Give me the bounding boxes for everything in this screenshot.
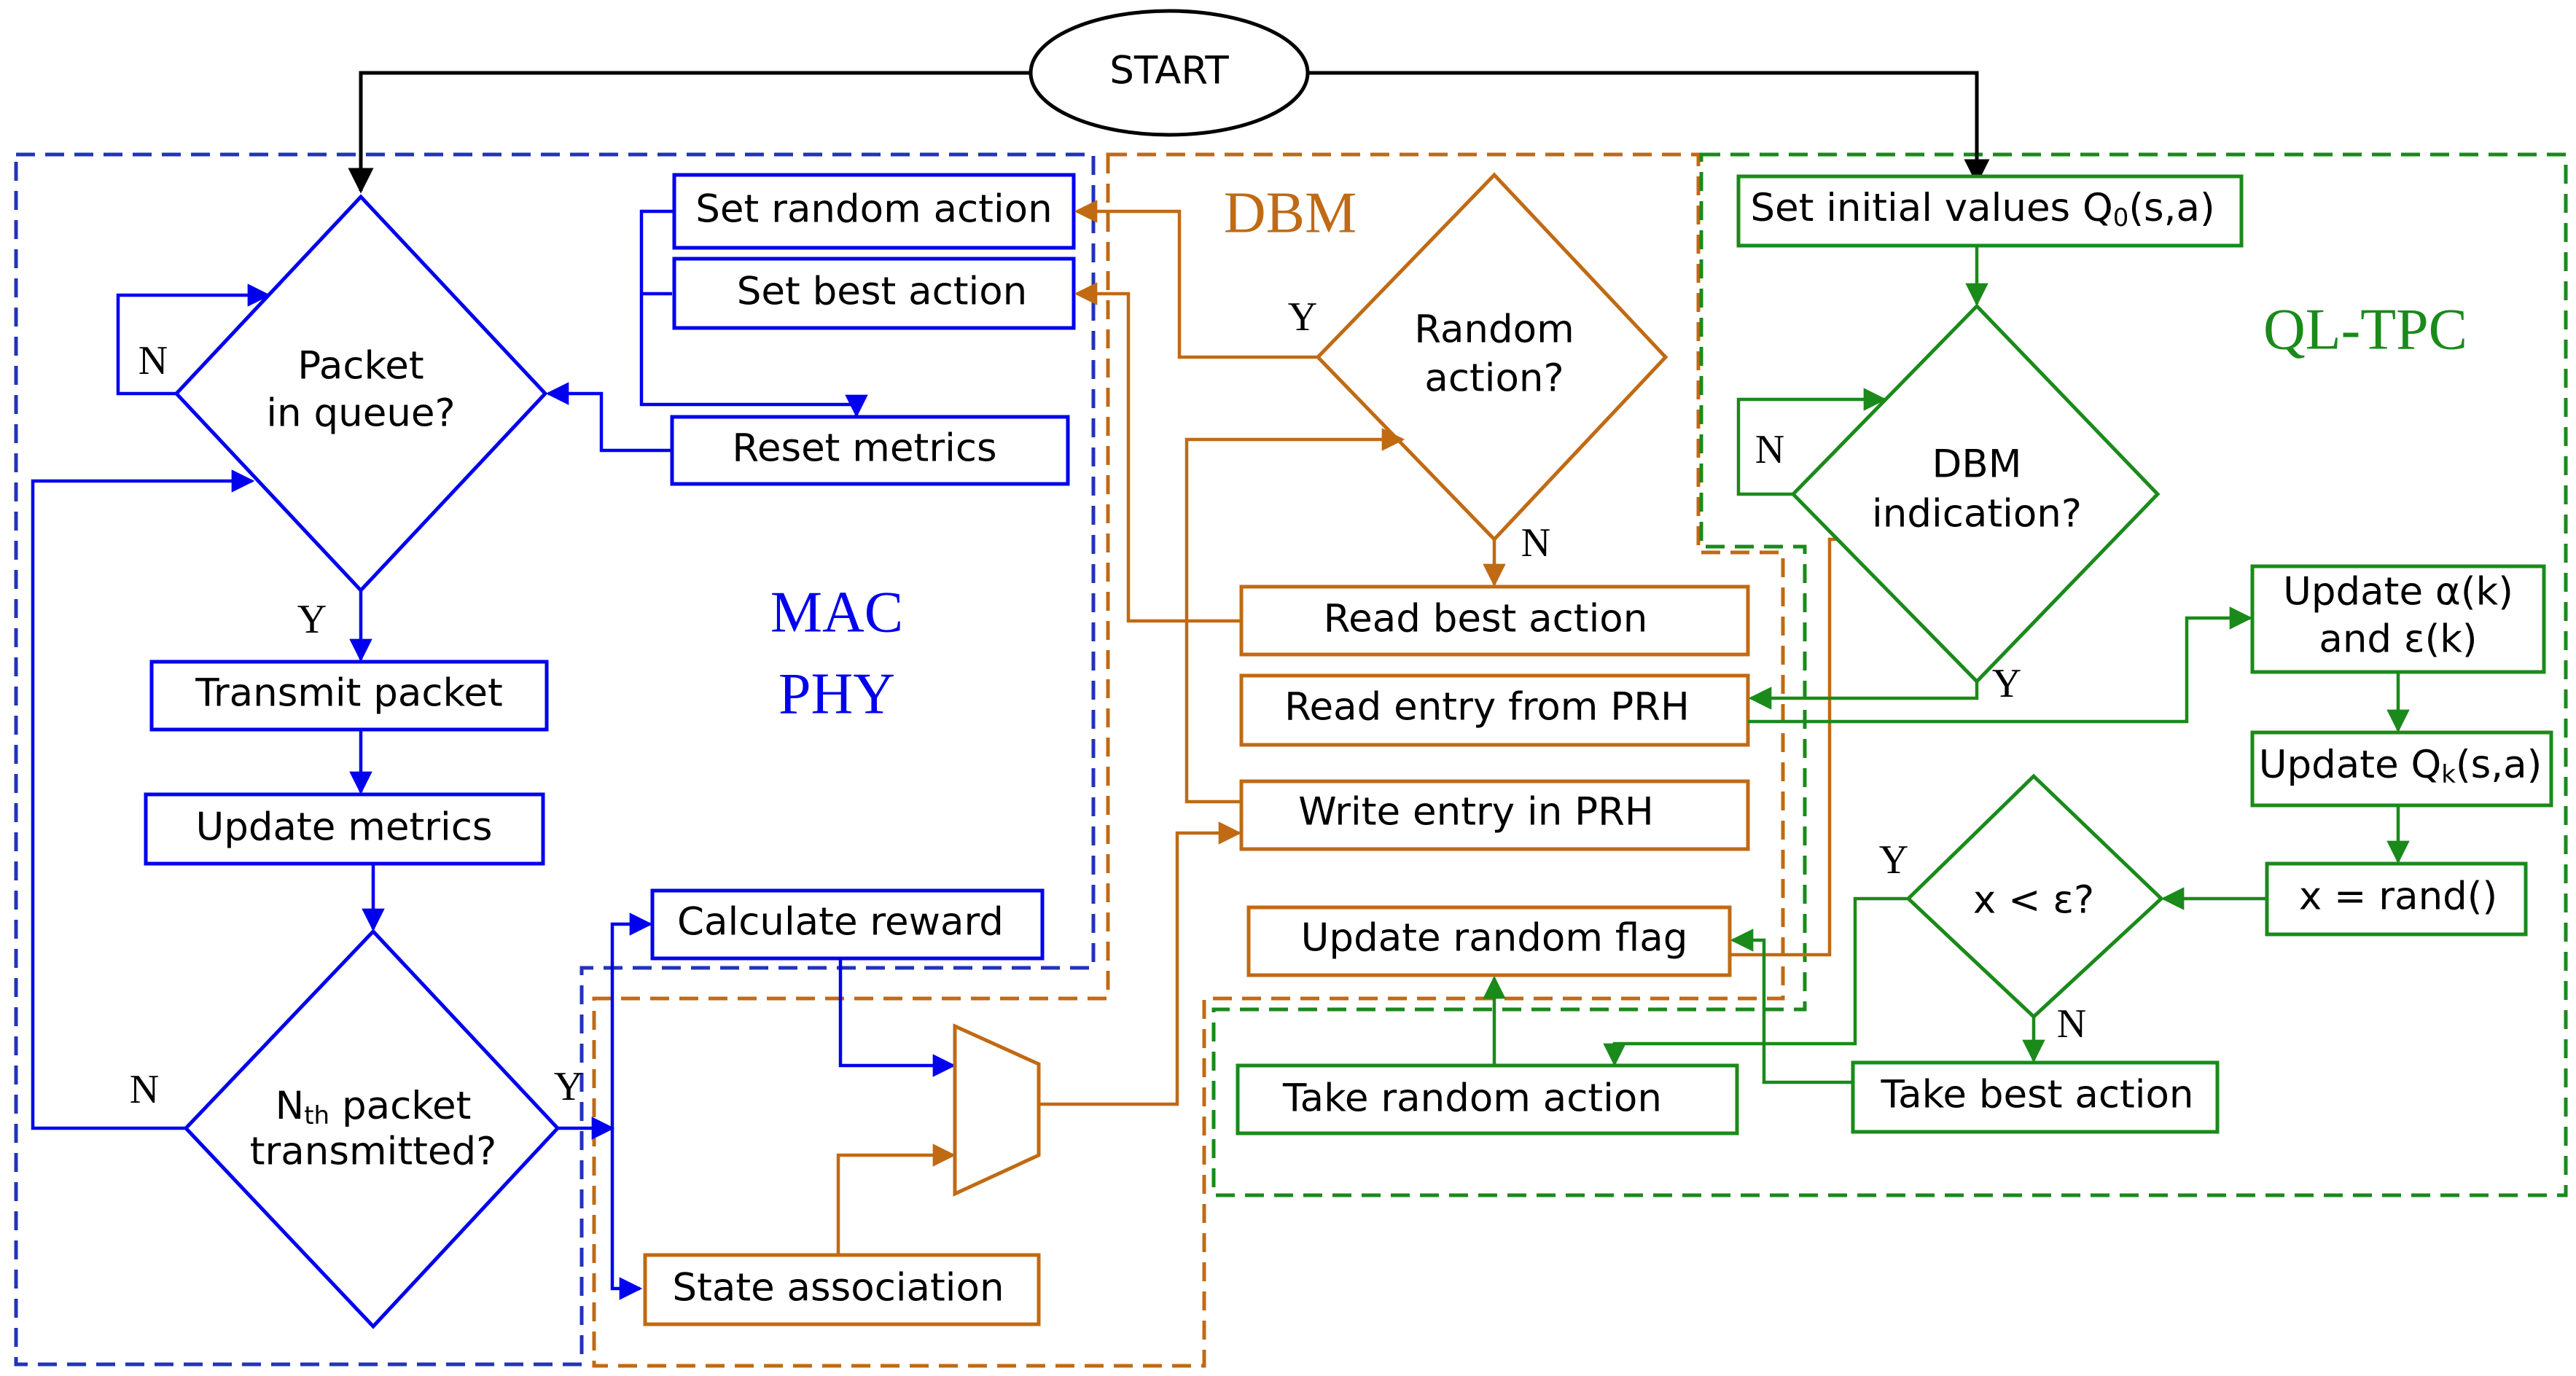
read-entry-prh-box: Read entry from PRH <box>1239 673 1750 747</box>
ql-connectors <box>1483 246 2410 1084</box>
y-label-dbm-indication: Y <box>1992 661 2021 706</box>
state-association-box: State association <box>643 1253 1041 1326</box>
set-random-action-box: Set random action <box>672 173 1076 250</box>
dbm-indication-decision: DBM indication? <box>1790 303 2161 684</box>
random-action-decision: Random action? <box>1315 172 1668 542</box>
n-label-x-eps: N <box>2057 1001 2086 1047</box>
take-random-action-box: Take random action <box>1236 1063 1739 1135</box>
svg-text:indication?: indication? <box>1872 492 2082 536</box>
svg-text:transmitted?: transmitted? <box>250 1130 497 1174</box>
svg-text:Update Qk(s,a): Update Qk(s,a) <box>2259 743 2542 789</box>
multiplexer-shape <box>953 1023 1041 1197</box>
svg-text:Random: Random <box>1414 308 1574 352</box>
y-label-packet-queue: Y <box>297 597 327 642</box>
svg-text:Update random flag: Update random flag <box>1301 916 1688 961</box>
dbm-region-label: DBM <box>1224 181 1357 245</box>
svg-text:Read best action: Read best action <box>1324 597 1648 641</box>
y-label-random-action: Y <box>1288 294 1317 340</box>
set-best-action-box: Set best action <box>672 257 1076 330</box>
n-label-nth-packet: N <box>130 1067 159 1112</box>
svg-text:Read entry from PRH: Read entry from PRH <box>1284 685 1690 730</box>
svg-text:DBM: DBM <box>1932 442 2022 487</box>
svg-text:Write entry in PRH: Write entry in PRH <box>1298 790 1654 834</box>
yes-no-labels: N Y N Y Y N N Y Y N <box>130 294 2086 1112</box>
svg-text:State association: State association <box>672 1266 1004 1310</box>
svg-text:action?: action? <box>1424 356 1564 401</box>
n-label-packet-queue: N <box>138 338 168 383</box>
svg-text:x < ε?: x < ε? <box>1973 878 2094 923</box>
x-rand-box: x = rand() <box>2265 861 2528 937</box>
svg-text:Set initial values Q0(s,a): Set initial values Q0(s,a) <box>1750 186 2214 232</box>
svg-text:Reset metrics: Reset metrics <box>732 426 996 471</box>
phy-region-label: PHY <box>778 662 895 726</box>
n-label-dbm-indication: N <box>1755 427 1784 472</box>
update-alpha-epsilon-box: Update α(k) and ε(k) <box>2250 564 2546 674</box>
svg-text:Update α(k): Update α(k) <box>2283 570 2513 614</box>
svg-text:in queue?: in queue? <box>266 391 455 436</box>
dbm-region <box>592 152 1785 1368</box>
nth-packet-transmitted-decision: Nth packet transmitted? <box>183 929 561 1329</box>
svg-text:Nth packet: Nth packet <box>276 1084 472 1130</box>
svg-text:Take random action: Take random action <box>1282 1076 1662 1121</box>
update-metrics-box: Update metrics <box>144 792 545 866</box>
ql-tpc-region <box>1211 152 2568 1197</box>
svg-text:Set best action: Set best action <box>737 270 1028 314</box>
take-best-action-box: Take best action <box>1851 1060 2220 1134</box>
ql-tpc-region-label: QL-TPC <box>2263 297 2467 361</box>
start-node: START <box>1029 9 1310 137</box>
mac-connectors <box>31 209 956 1300</box>
n-label-random-action: N <box>1521 520 1550 566</box>
update-random-flag-box: Update random flag <box>1246 905 1732 977</box>
packet-in-queue-decision: Packet in queue? <box>173 194 548 593</box>
svg-text:START: START <box>1109 49 1229 93</box>
y-label-nth-packet: Y <box>554 1064 583 1109</box>
update-q-box: Update Qk(s,a) <box>2250 730 2553 808</box>
start-connectors <box>348 71 1990 194</box>
set-initial-values-box: Set initial values Q0(s,a) <box>1736 174 2244 248</box>
svg-text:Packet: Packet <box>297 344 424 388</box>
transmit-packet-box: Transmit packet <box>149 660 549 732</box>
svg-text:x = rand(): x = rand() <box>2299 875 2497 919</box>
svg-text:and ε(k): and ε(k) <box>2319 617 2477 662</box>
svg-text:Take best action: Take best action <box>1881 1073 2194 1117</box>
mac-phy-region <box>14 152 1096 1367</box>
svg-text:Transmit packet: Transmit packet <box>195 671 503 716</box>
dbm-connectors <box>836 200 1886 1255</box>
calculate-reward-box: Calculate reward <box>650 888 1045 961</box>
y-label-x-eps: Y <box>1879 837 1908 883</box>
write-entry-prh-box: Write entry in PRH <box>1239 779 1750 851</box>
svg-text:Update metrics: Update metrics <box>195 805 492 850</box>
x-less-than-epsilon-decision: x < ε? <box>1905 773 2164 1020</box>
mac-region-label: MAC <box>770 580 903 644</box>
read-best-action-box: Read best action <box>1239 585 1750 657</box>
svg-text:Calculate reward: Calculate reward <box>677 900 1004 945</box>
svg-text:Set random action: Set random action <box>695 187 1052 232</box>
reset-metrics-box: Reset metrics <box>670 415 1070 486</box>
